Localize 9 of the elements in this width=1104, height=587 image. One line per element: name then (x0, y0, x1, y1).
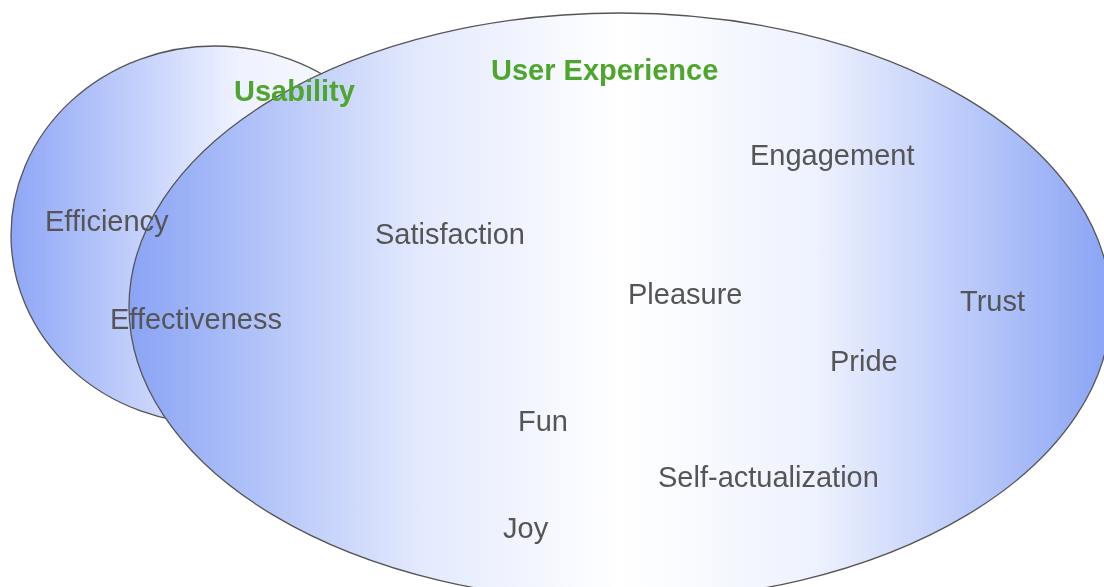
concept-label: Fun (518, 405, 568, 438)
concept-label: Satisfaction (375, 218, 525, 251)
concept-label: Engagement (750, 139, 915, 172)
set-heading: User Experience (491, 54, 719, 87)
concept-label: Self-actualization (658, 461, 879, 494)
concept-label: Trust (960, 285, 1025, 318)
concept-label: Pride (830, 345, 898, 378)
concept-label: Pleasure (628, 278, 743, 311)
concept-label: Joy (503, 512, 549, 545)
